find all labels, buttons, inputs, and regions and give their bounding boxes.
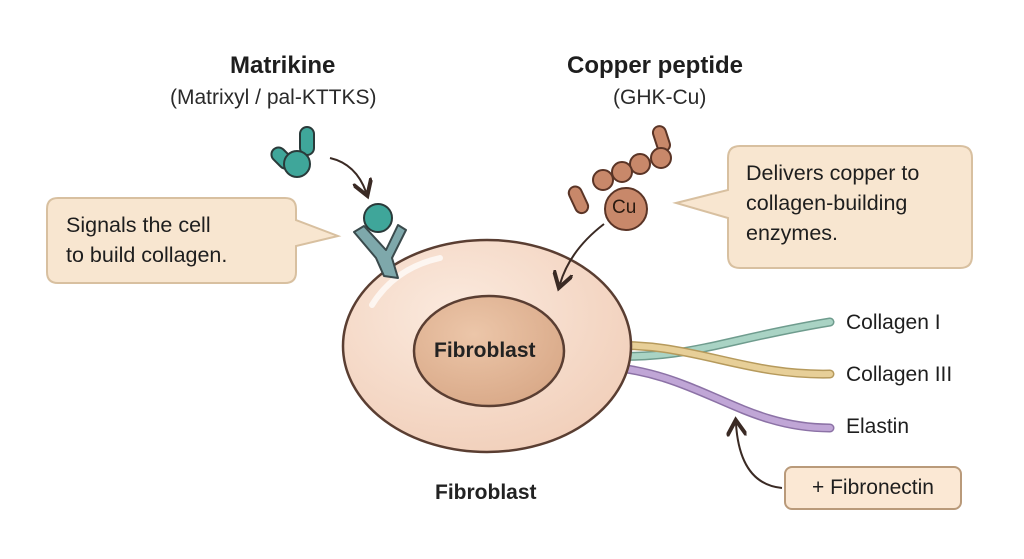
bound-matrikine-icon <box>363 203 393 233</box>
matrikine-callout-line-2: to build collagen. <box>66 243 228 267</box>
copper-peptide-icon <box>567 125 672 231</box>
copper-title: Copper peptide <box>567 52 744 79</box>
matrikine-title: Matrikine <box>230 52 336 79</box>
copper-arrow <box>560 223 605 284</box>
matrikine-subtitle: (Matrixyl / pal-KTTKS) <box>170 86 377 109</box>
copper-callout-line-2: collagen-building <box>746 191 908 215</box>
fibronectin-tag: + Fibronectin <box>784 466 962 510</box>
copper-callout: Delivers copper to collagen-building enz… <box>746 158 919 248</box>
copper-callout-bubble <box>672 145 973 269</box>
receptor-icon <box>353 224 407 279</box>
fiber-strands <box>595 317 835 433</box>
fibronectin-arrow <box>736 424 783 489</box>
copper-subtitle: (GHK-Cu) <box>613 86 707 109</box>
matrikine-molecule-icon <box>270 126 315 178</box>
matrikine-callout-bubble <box>46 197 342 284</box>
collagen-i-label: Collagen I <box>846 311 941 334</box>
matrikine-callout-line-1: Signals the cell <box>66 213 211 237</box>
cell-label: Fibroblast <box>435 481 537 504</box>
nucleus-label: Fibroblast <box>434 339 536 362</box>
fibroblast-nucleus <box>412 294 566 408</box>
copper-symbol: Cu <box>612 197 637 218</box>
collagen-iii-label: Collagen III <box>846 363 953 386</box>
matrikine-callout: Signals the cell to build collagen. <box>66 210 227 270</box>
elastin-label: Elastin <box>846 415 910 438</box>
copper-callout-line-1: Delivers copper to <box>746 161 920 185</box>
copper-ion <box>604 187 648 231</box>
copper-callout-line-3: enzymes. <box>746 221 839 245</box>
matrikine-arrow <box>329 157 366 192</box>
